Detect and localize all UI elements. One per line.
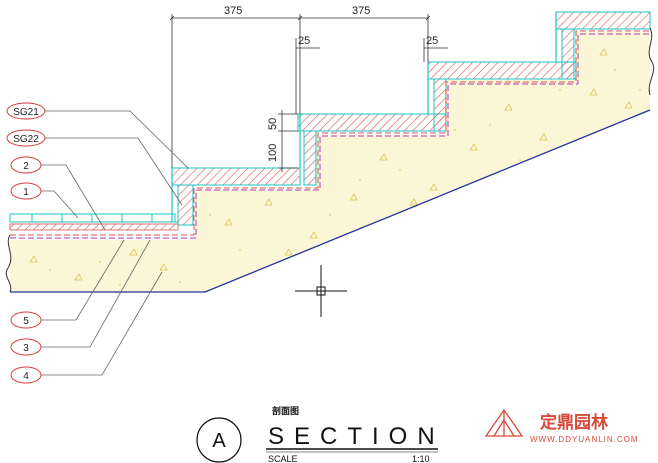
riser-4-hatch xyxy=(561,28,575,80)
scale-value: 1:10 xyxy=(412,454,430,463)
bedding-line-red xyxy=(10,30,650,236)
tread-4-hatch xyxy=(555,11,651,30)
break-line-left xyxy=(5,234,12,293)
tag-3-bubble xyxy=(10,338,42,356)
riser-1-hatch xyxy=(177,184,194,226)
watermark: 定鼎园林 WWW.DDYUANLIN.COM xyxy=(484,408,639,444)
landing-paving xyxy=(9,213,179,231)
title-block: A 剖面图 SECTION SCALE 1:10 xyxy=(196,405,445,463)
tag-4-bubble xyxy=(10,366,42,384)
section-letter: A xyxy=(212,430,226,452)
dim-tread-1: 375 xyxy=(224,5,242,17)
aggregate-speckles xyxy=(29,48,633,281)
tread-2-hatch xyxy=(297,113,447,132)
scale-label: SCALE xyxy=(268,454,298,463)
concrete-base-fill xyxy=(10,32,650,292)
break-line-right xyxy=(648,27,655,96)
dim-thickness-50: 50 xyxy=(267,118,279,130)
crosshair-cursor-icon xyxy=(295,265,347,317)
tag-3-label: 3 xyxy=(23,343,29,354)
tag-2-bubble xyxy=(10,156,42,174)
tag-1-label: 1 xyxy=(23,187,29,198)
stone-treads xyxy=(171,11,651,226)
title-label-cn: 剖面图 xyxy=(272,405,299,417)
riser-3-hatch xyxy=(433,78,447,132)
tread-1-hatch xyxy=(171,167,301,186)
stair-outline-cyan xyxy=(171,12,557,222)
watermark-logo-icon xyxy=(484,408,524,437)
dim-tread-2: 375 xyxy=(352,5,370,17)
tread-3-hatch xyxy=(427,61,577,80)
aggregate-dots xyxy=(49,69,641,286)
soffit-line xyxy=(10,109,651,293)
tag-4-label: 4 xyxy=(23,371,29,382)
tag-sg21-bubble xyxy=(6,102,46,120)
tag-sg22-bubble xyxy=(6,129,46,147)
watermark-name: 定鼎园林 xyxy=(540,412,608,433)
tag-5-label: 5 xyxy=(23,316,29,327)
dim-thickness-100: 100 xyxy=(267,144,279,162)
tag-bubbles xyxy=(6,102,46,384)
tag-sg21-label: SG21 xyxy=(13,107,39,118)
watermark-url: WWW.DDYUANLIN.COM xyxy=(530,435,639,444)
dim-nosing-1: 25 xyxy=(298,35,310,47)
tag-2-label: 2 xyxy=(23,161,29,172)
tag-5-bubble xyxy=(10,311,42,329)
bedding-line-magenta xyxy=(10,33,650,239)
leader-lines xyxy=(40,110,189,376)
riser-2-hatch xyxy=(303,130,317,186)
tag-1-bubble xyxy=(10,182,42,200)
dim-nosing-2: 25 xyxy=(426,35,438,47)
title-main: SECTION xyxy=(268,423,445,450)
section-circle xyxy=(196,417,242,463)
tag-sg22-label: SG22 xyxy=(13,134,39,145)
dimension-lines xyxy=(169,14,448,172)
